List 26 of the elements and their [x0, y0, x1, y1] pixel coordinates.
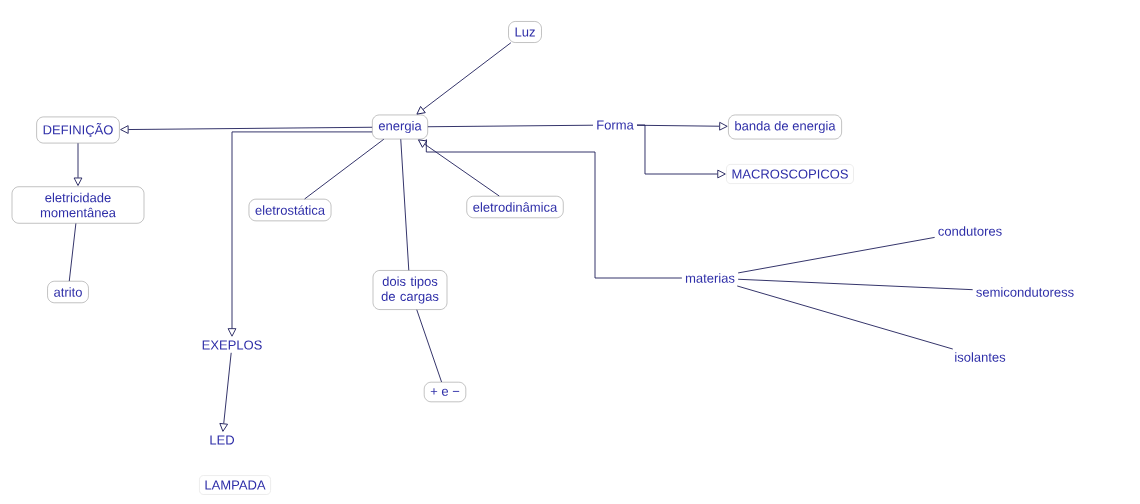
connector-arrow [219, 352, 232, 432]
connector-arrow [73, 142, 83, 186]
connector-arrow [120, 125, 373, 134]
concept-box: energia [372, 114, 428, 140]
concept-box: eletricidade momentânea [11, 186, 145, 224]
concept-text: materias [685, 273, 735, 283]
concept-box: DEFINIÇÃO [36, 116, 120, 144]
concept-box: banda de energia [728, 114, 842, 140]
concept-text: isolantes [955, 352, 1006, 362]
concept-box: Luz [508, 21, 542, 43]
concept-box: atrito [47, 281, 89, 303]
concept-box: LAMPADA [199, 475, 271, 495]
concept-box: eletrostática [248, 198, 332, 222]
concept-text: condutores [938, 226, 1002, 236]
connector-arrow [636, 124, 726, 179]
concept-text: LED [210, 435, 235, 445]
connector-arrow [418, 139, 500, 197]
connector-arrow [227, 131, 373, 337]
concept-box: eletrodinâmica [466, 196, 564, 218]
concept-text: EXEPLOS [202, 340, 262, 350]
concept-box: MACROSCOPICOS [726, 164, 854, 184]
concept-text: semicondutoress [976, 287, 1074, 297]
concept-box: dois tipos de cargas [372, 270, 448, 310]
connector-arrow [416, 42, 512, 115]
concept-box: + e − [424, 382, 467, 402]
concept-text: Forma [597, 120, 634, 130]
